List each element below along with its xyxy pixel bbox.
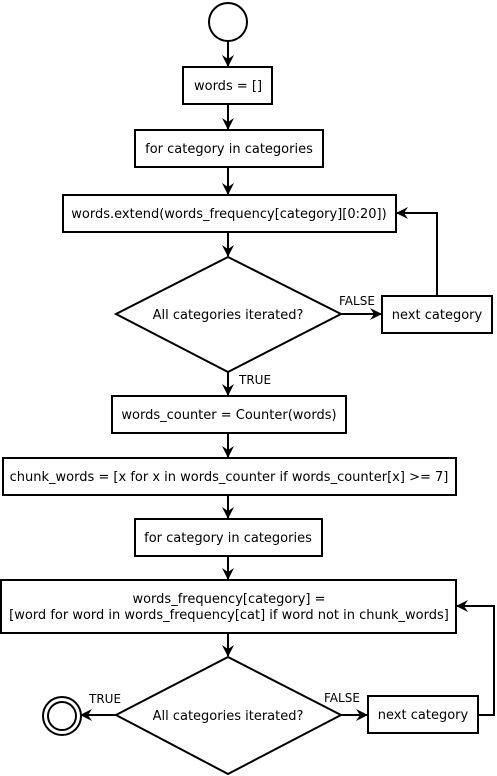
for-loop-1-box	[134, 129, 324, 168]
next-category-2-text: next category	[378, 708, 469, 723]
words-init-text: words = []	[194, 79, 262, 94]
for-loop-2-text: for category in categories	[144, 531, 312, 546]
edge-label-false-1: FALSE	[339, 294, 375, 308]
edge-label-true-2: TRUE	[88, 692, 121, 706]
filter-text-line-1: words_frequency[category] =	[132, 592, 325, 607]
next-category-2-box	[367, 695, 479, 734]
extend-box	[62, 194, 397, 233]
for-loop-2-box	[134, 518, 323, 557]
edge-next2-loop-back	[456, 600, 495, 716]
filter-text-line-2: [word for word in words_frequency[cat] i…	[9, 608, 449, 623]
chunk-words-text: chunk_words = [x for x in words_counter …	[10, 470, 449, 485]
next-category-1-box	[381, 295, 493, 334]
counter-box	[111, 395, 347, 434]
chunk-words-box	[2, 457, 457, 496]
next-category-1-text: next category	[392, 308, 483, 323]
words-init-box	[182, 66, 273, 105]
edge-label-true-1: TRUE	[238, 373, 271, 387]
filter-box	[0, 579, 457, 634]
for-loop-1-text: for category in categories	[145, 142, 313, 157]
extend-text: words.extend(words_frequency[category][0…	[71, 207, 386, 222]
end-node-inner	[47, 701, 77, 731]
start-node	[208, 2, 248, 42]
decision-2-text: All categories iterated?	[153, 709, 304, 724]
counter-text: words_counter = Counter(words)	[121, 408, 336, 423]
edge-label-false-2: FALSE	[324, 691, 360, 705]
decision-1-diamond	[113, 255, 344, 374]
decision-1-text: All categories iterated?	[153, 308, 304, 323]
decision-2-diamond	[113, 655, 344, 776]
edge-next1-loop-back	[396, 207, 438, 295]
